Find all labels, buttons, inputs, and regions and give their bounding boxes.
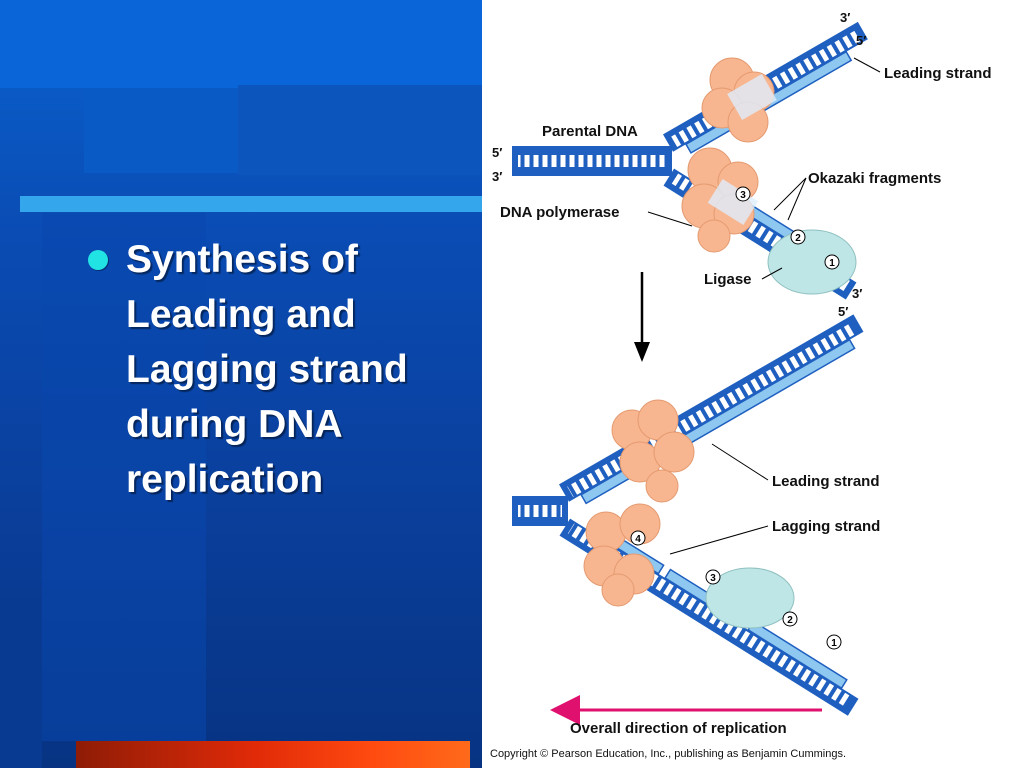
bg-block [42, 213, 206, 741]
bg-block [0, 600, 42, 768]
svg-text:3: 3 [710, 573, 716, 584]
leader-line [853, 57, 881, 73]
copyright-text: Copyright © Pearson Education, Inc., pub… [490, 748, 846, 760]
polarity-5-upper: 5′ [856, 33, 866, 48]
overall-direction-label: Overall direction of replication [570, 720, 787, 737]
polymerase-lower-bottom [583, 503, 661, 607]
leader-line [761, 267, 783, 280]
replication-diagram: 3 2 1 Parental DNA 5′ 3′ 3′ 5′ 3′ 5′ Lea… [490, 10, 992, 760]
ligase-bottom [705, 567, 795, 629]
bottom-accent-bar [76, 741, 470, 768]
slide-background [0, 0, 482, 768]
transition-arrow [634, 272, 650, 362]
polarity-3-left: 3′ [492, 169, 502, 184]
polarity-3-lower: 3′ [852, 286, 862, 301]
step-2-top: 2 [790, 229, 806, 245]
leader-line [647, 211, 693, 227]
svg-text:2: 2 [795, 233, 801, 244]
leader-line [787, 177, 807, 221]
dna-polymerase-label: DNA polymerase [500, 204, 620, 221]
step-4-bottom: 4 [630, 530, 646, 546]
step-3-bottom: 3 [705, 569, 721, 585]
okazaki-fragments-label: Okazaki fragments [808, 170, 941, 187]
svg-text:3: 3 [740, 190, 746, 201]
leader-line [711, 443, 769, 481]
ligase-top [767, 229, 857, 295]
polymerase-upper-top [701, 57, 777, 143]
svg-text:4: 4 [635, 534, 641, 545]
polymerase-lower-top [681, 147, 759, 253]
parental-duplex-bottom [512, 496, 568, 526]
polymerase-upper-bottom [611, 399, 695, 503]
svg-text:1: 1 [831, 638, 837, 649]
parental-dna-label: Parental DNA [542, 123, 638, 140]
ligase-label: Ligase [704, 271, 752, 288]
leading-strand-label-bottom: Leading strand [772, 473, 880, 490]
step-1-bottom: 1 [826, 634, 842, 650]
figure-panel: 3 2 1 Parental DNA 5′ 3′ 3′ 5′ 3′ 5′ Lea… [482, 0, 1024, 768]
bullet-dot-icon [88, 250, 108, 270]
bullet-text: Synthesis of Leading and Lagging strand … [126, 238, 408, 501]
polarity-5-left: 5′ [492, 145, 502, 160]
lagging-strand-label: Lagging strand [772, 518, 880, 535]
leader-line [773, 177, 807, 211]
leading-strand-label-top: Leading strand [884, 65, 992, 82]
polarity-5-lower: 5′ [838, 304, 848, 319]
accent-band [20, 196, 482, 212]
svg-text:2: 2 [787, 615, 793, 626]
step-3-top: 3 [735, 186, 751, 202]
leader-line [669, 525, 769, 555]
bg-block [238, 85, 482, 175]
step-1-top: 1 [824, 254, 840, 270]
polarity-3-upper: 3′ [840, 10, 850, 25]
svg-text:1: 1 [829, 258, 835, 269]
parental-duplex-top [512, 146, 672, 176]
step-2-bottom: 2 [782, 611, 798, 627]
bg-block [0, 0, 482, 88]
